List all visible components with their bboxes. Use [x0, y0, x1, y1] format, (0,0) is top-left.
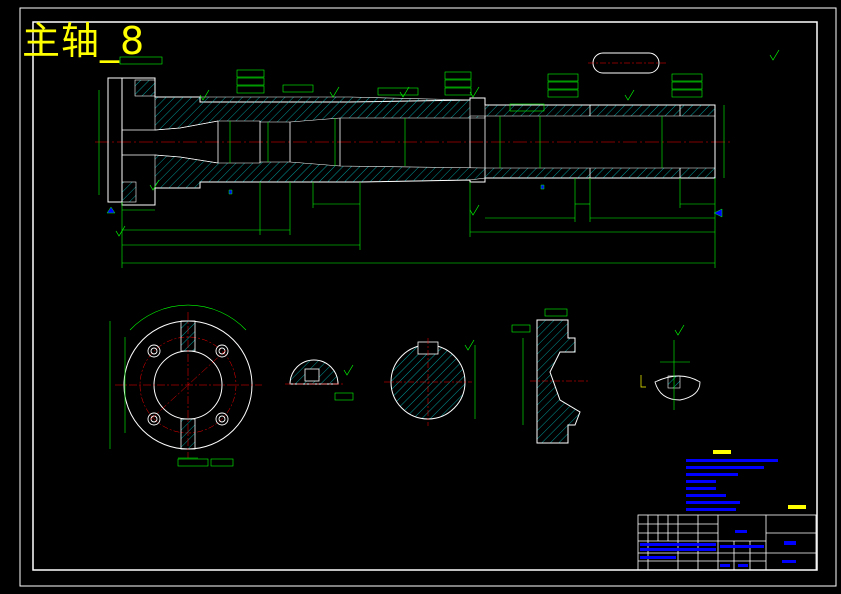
shaft-main-view [95, 49, 780, 268]
tolerance-frames [119, 56, 703, 112]
shaft-bore [217, 105, 681, 178]
section-d [511, 308, 590, 444]
section-keyway-small [285, 359, 354, 401]
shaft-hatch-upper-right [484, 104, 716, 117]
flange-end-view [109, 304, 262, 467]
flange-dimensions [109, 321, 198, 459]
shaft-dimensions [98, 90, 725, 268]
technical-notes [686, 450, 806, 511]
section-keyway-round [384, 338, 476, 426]
shaft-hatch-lower [154, 154, 486, 189]
drawing-title: 主轴_8 [22, 19, 146, 63]
title-block-fill [640, 530, 796, 567]
datum-symbols [106, 184, 723, 218]
inner-frame [32, 21, 818, 571]
roughness-symbols [115, 49, 780, 237]
detail-view [640, 324, 701, 410]
flange-hole [134, 79, 156, 97]
outer-frame [19, 7, 837, 587]
shaft-hatch-upper [154, 96, 486, 131]
shaft-flange [107, 77, 123, 203]
title-block [637, 514, 817, 571]
shaft-taper-bore [122, 120, 219, 164]
flange-hole-lower [121, 181, 137, 203]
shaft-hatch-lower-right [484, 167, 716, 179]
flange-bolt-holes [147, 344, 229, 426]
